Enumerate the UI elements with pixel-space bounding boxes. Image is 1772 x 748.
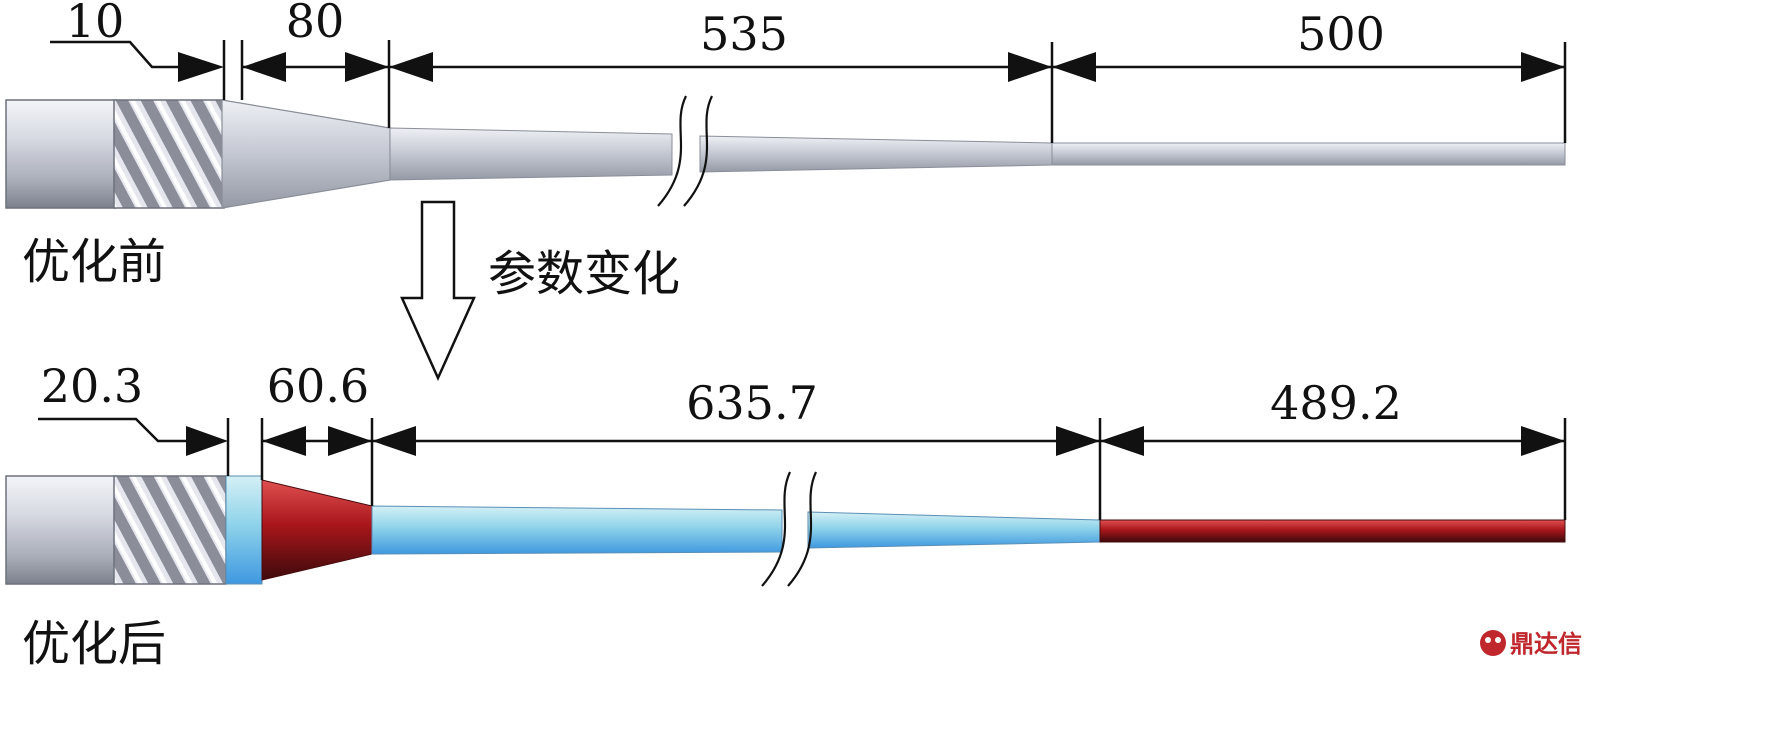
horn-after-red-taper [261, 479, 373, 581]
horn-after-blue-shaft-1 [371, 505, 783, 555]
arrowheads-before [178, 52, 1565, 82]
dim-before-500: 500 [1297, 7, 1385, 61]
horn-after [5, 471, 1566, 587]
horn-before-shaft-1 [389, 127, 673, 181]
label-transition: 参数变化 [488, 246, 680, 302]
down-arrow [400, 200, 476, 382]
horn-before-tip [1051, 142, 1566, 166]
label-before: 优化前 [22, 234, 166, 290]
horn-after-base [5, 475, 117, 585]
watermark-text: 鼎达信 [1510, 630, 1582, 658]
dim-after-489-2: 489.2 [1270, 376, 1402, 430]
horn-after-blue-shaft-2 [807, 511, 1101, 549]
horn-before-base [5, 99, 117, 209]
arrowheads-after [186, 426, 1565, 456]
break-mark-bottom [761, 471, 817, 587]
dimensions-before [50, 40, 1567, 143]
horn-before-coil [113, 99, 225, 209]
dimensions-after [38, 417, 1567, 520]
horn-after-coil [113, 475, 227, 585]
dim-after-60-6: 60.6 [267, 359, 369, 413]
horn-before [5, 95, 1566, 209]
dim-before-10: 10 [66, 0, 125, 48]
dim-before-80: 80 [286, 0, 345, 48]
dim-after-20-3: 20.3 [41, 359, 143, 413]
horn-before-taper [221, 99, 391, 209]
horn-after-red-tip [1099, 519, 1566, 543]
label-after: 优化后 [22, 616, 166, 672]
horn-after-blue-ring [225, 475, 263, 585]
break-mark-top [657, 95, 713, 207]
horn-before-shaft-2 [699, 135, 1053, 173]
dim-after-635-7: 635.7 [686, 376, 818, 430]
dim-before-535: 535 [700, 7, 788, 61]
watermark-logo: 鼎达信 [1480, 630, 1582, 658]
